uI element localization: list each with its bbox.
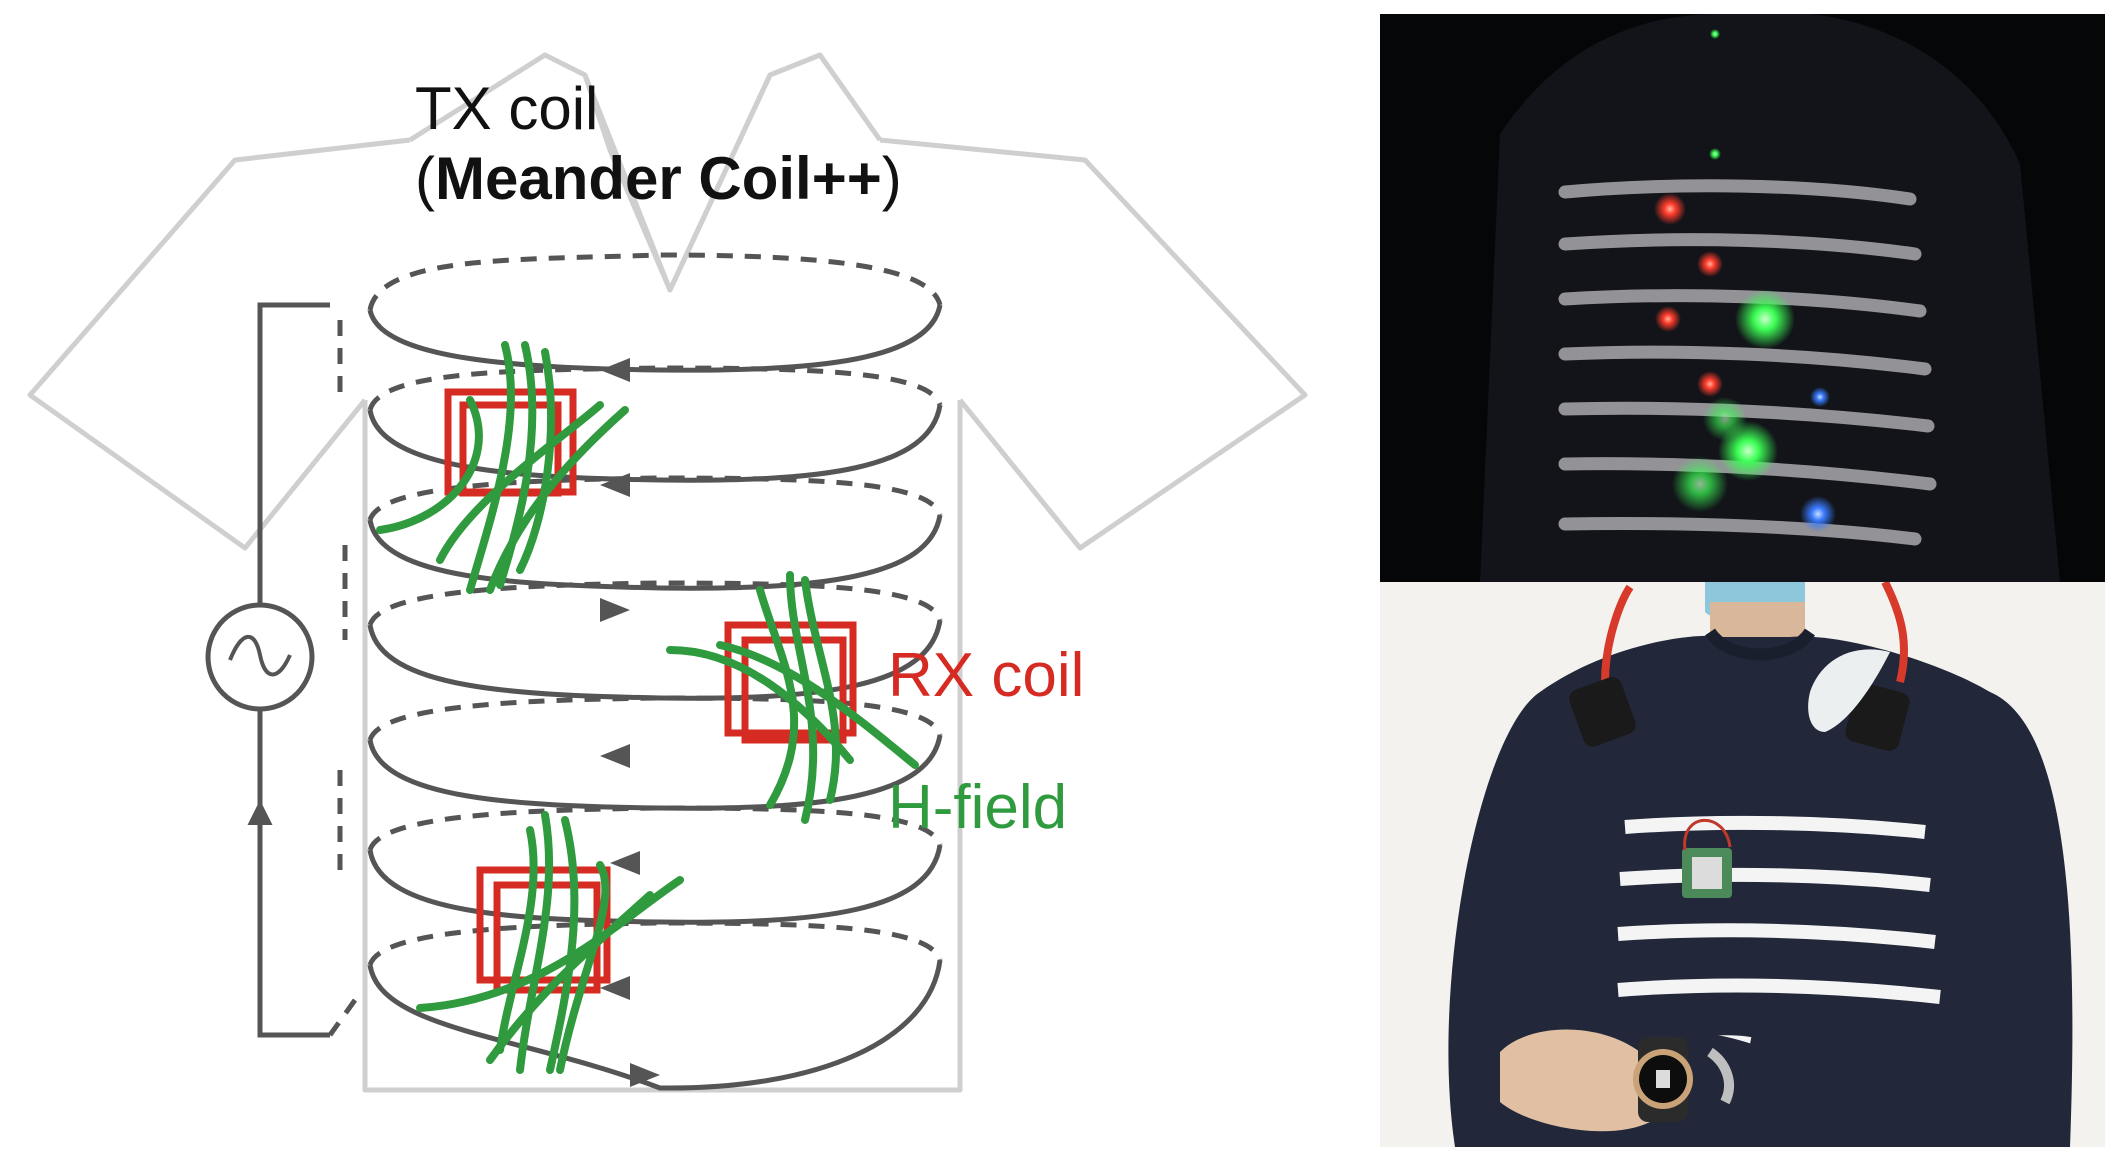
current-arrows [600, 358, 660, 1087]
tx-meander-coil [205, 252, 943, 1091]
tx-coil-label: TX coil [415, 75, 599, 142]
smartwatch [1633, 1037, 1693, 1122]
rx-coil-label: RX coil [888, 641, 1085, 710]
shoulder-device-right [1845, 683, 1910, 751]
photo-dark-leds [1380, 14, 2105, 582]
h-field-label: H-field [888, 773, 1068, 842]
shoulder-device-left [1569, 677, 1636, 747]
striped-sweater [1448, 635, 2073, 1147]
h-field-lines [376, 341, 919, 1074]
coil-diagram [27, 52, 1308, 1093]
led-dots [1654, 29, 1836, 532]
hand [1500, 1029, 1650, 1132]
tx-coil-type-label: (Meander Coil++) [415, 145, 902, 212]
meander-coil-bold: Meander Coil++ [434, 145, 882, 212]
photo-person-wearing-shirt [1380, 582, 2105, 1147]
